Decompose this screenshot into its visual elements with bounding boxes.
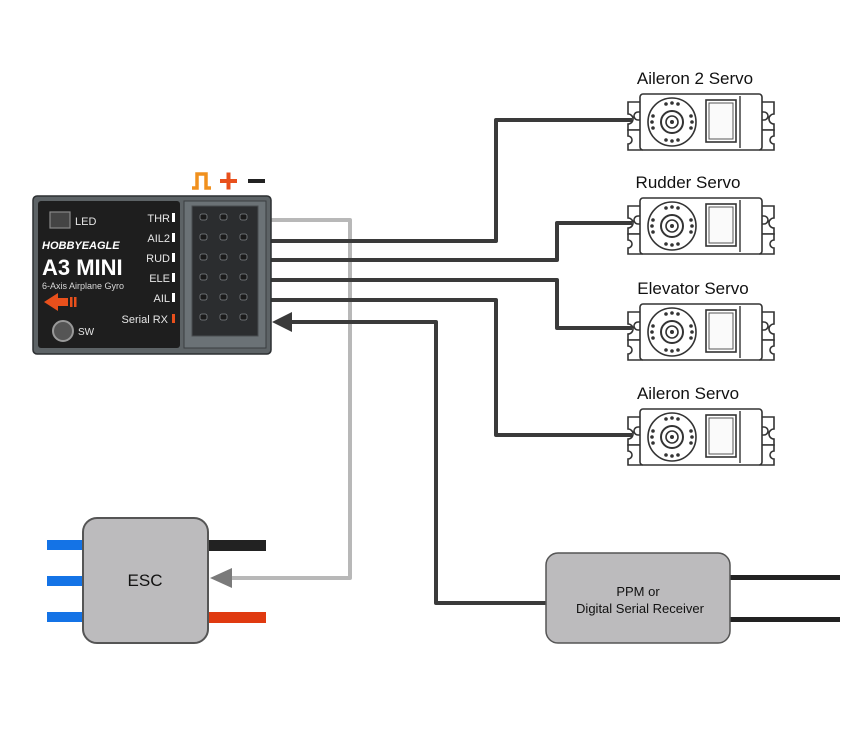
servo-icon bbox=[627, 408, 775, 466]
port-indicator-thr bbox=[172, 213, 175, 222]
servo-rudder bbox=[627, 197, 775, 255]
port-label-ail: AIL bbox=[153, 293, 170, 305]
servo-icon bbox=[627, 303, 775, 361]
wire-thr-to-esc bbox=[228, 218, 352, 580]
port-indicator-ele bbox=[172, 273, 175, 282]
battery-positive-wire bbox=[206, 612, 266, 623]
pin-header-legend bbox=[192, 172, 265, 190]
wire-ail bbox=[268, 298, 632, 437]
servo-aileron bbox=[627, 408, 775, 466]
battery-negative-wire bbox=[206, 540, 266, 551]
port-indicator-serial-rx bbox=[172, 314, 175, 323]
port-indicator-ail2 bbox=[172, 233, 175, 242]
antenna-wire-1 bbox=[728, 575, 840, 580]
motor-wire-3 bbox=[47, 612, 85, 622]
receiver-label-line2: Digital Serial Receiver bbox=[576, 601, 705, 616]
servo-icon bbox=[627, 197, 775, 255]
port-label-rud: RUD bbox=[146, 253, 170, 265]
port-label-ele: ELE bbox=[149, 273, 170, 285]
servo-label-rudder: Rudder Servo bbox=[636, 173, 741, 192]
motor-wire-2 bbox=[47, 576, 85, 586]
led-icon bbox=[49, 211, 71, 229]
servo-label-elevator: Elevator Servo bbox=[637, 279, 749, 298]
servo-icon bbox=[627, 93, 775, 151]
receiver-label-line1: PPM or bbox=[616, 584, 660, 599]
port-label-serial-rx: Serial RX bbox=[122, 314, 169, 326]
antenna-wire-2 bbox=[728, 617, 840, 622]
port-indicator-rud bbox=[172, 253, 175, 262]
wire-ele bbox=[268, 278, 632, 330]
wires bbox=[228, 118, 632, 605]
servo-elevator bbox=[627, 303, 775, 361]
model-label: A3 MINI bbox=[42, 255, 123, 280]
wire-ail2 bbox=[268, 118, 632, 243]
receiver-unit: PPM or Digital Serial Receiver bbox=[545, 552, 840, 644]
pulse-icon bbox=[192, 172, 211, 190]
servo-label-aileron: Aileron Servo bbox=[637, 384, 739, 403]
arrow-serial-rx-icon bbox=[272, 312, 292, 332]
port-label-ail2: AIL2 bbox=[147, 233, 170, 245]
port-labels: THR AIL2 RUD ELE AIL Serial RX bbox=[122, 213, 175, 326]
direction-arrow-icon bbox=[44, 293, 77, 311]
servo-label-aileron-2: Aileron 2 Servo bbox=[637, 69, 753, 88]
sw-label: SW bbox=[78, 327, 95, 338]
sw-button[interactable] bbox=[52, 320, 74, 342]
port-label-thr: THR bbox=[147, 213, 170, 225]
wire-serial-rx bbox=[290, 320, 548, 605]
subtitle-label: 6-Axis Airplane Gyro bbox=[42, 281, 124, 291]
esc-label: ESC bbox=[128, 571, 163, 590]
servo-aileron-2 bbox=[627, 93, 775, 151]
gyro-unit: LED HOBBYEAGLE A3 MINI 6-Axis Airplane G… bbox=[32, 195, 272, 355]
brand-label: HOBBYEAGLE bbox=[42, 240, 120, 252]
minus-icon bbox=[248, 179, 265, 183]
led-label: LED bbox=[75, 216, 96, 228]
pin-grid bbox=[199, 213, 248, 321]
motor-wire-1 bbox=[47, 540, 85, 550]
port-indicator-ail bbox=[172, 293, 175, 302]
plus-icon bbox=[220, 172, 237, 190]
wire-rud bbox=[268, 221, 632, 262]
arrow-esc-icon bbox=[210, 568, 232, 588]
esc-unit: ESC bbox=[47, 517, 266, 644]
